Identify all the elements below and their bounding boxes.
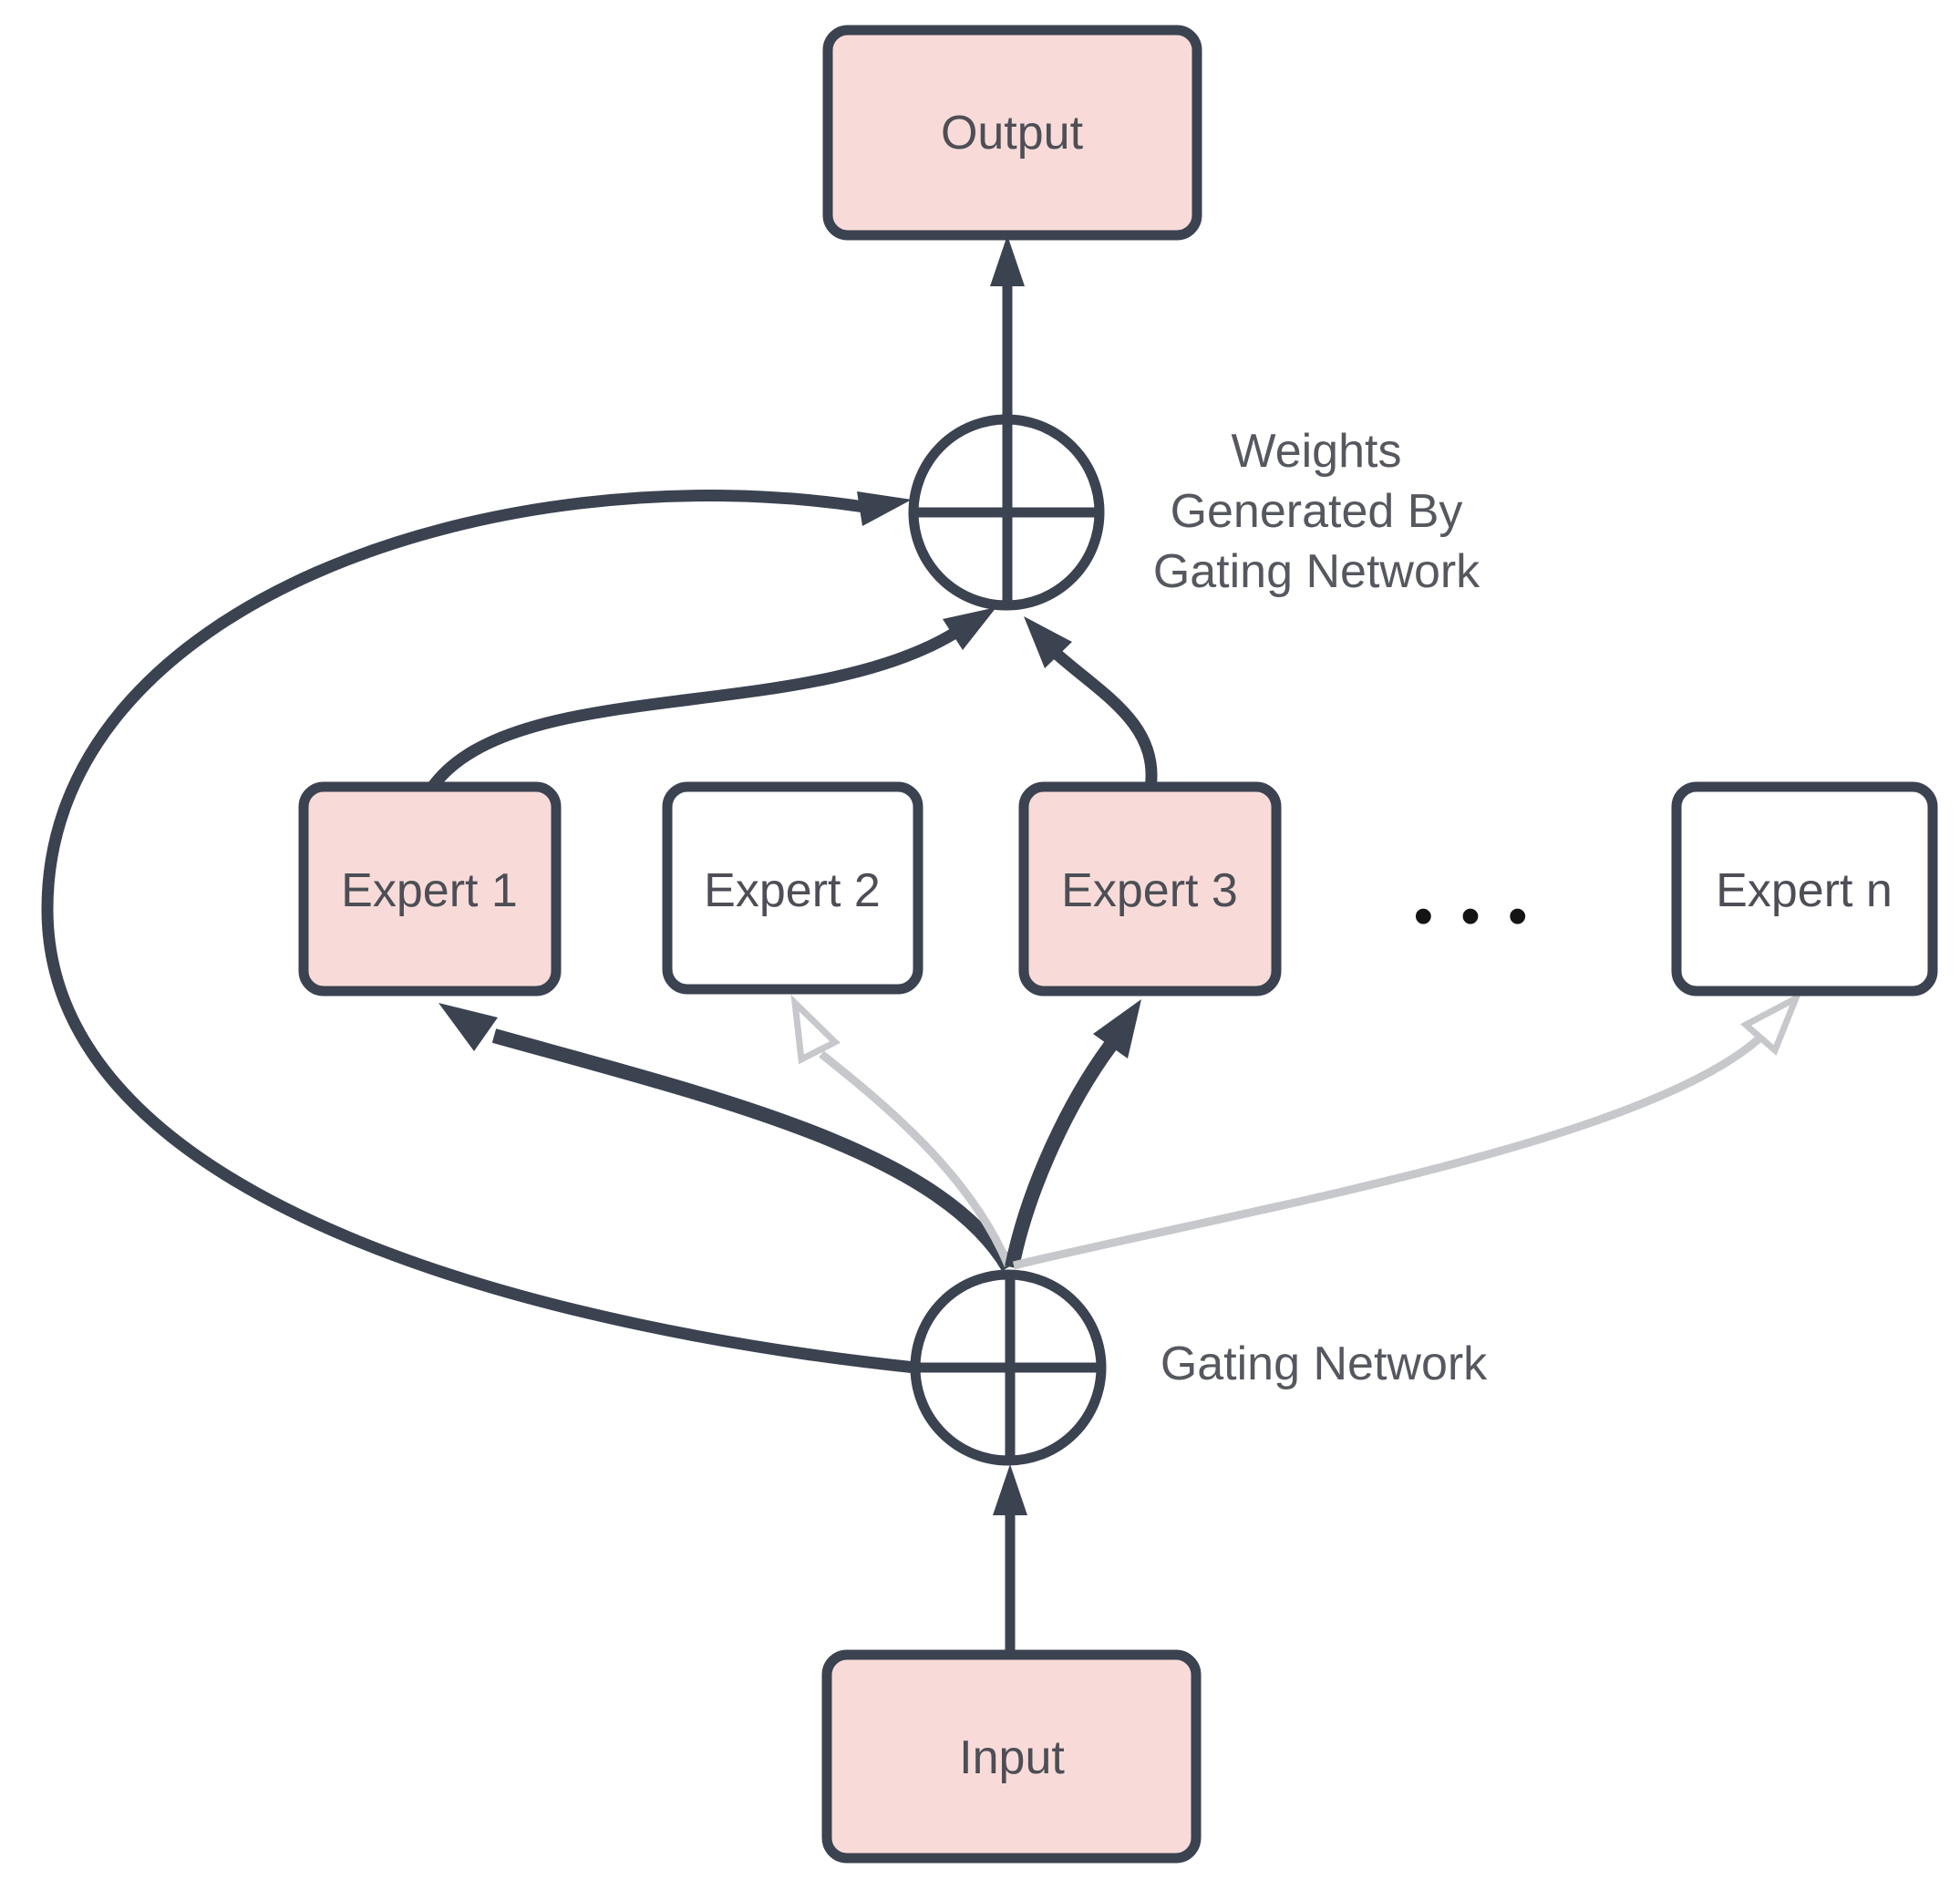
expert-2-node: Expert 2 <box>662 781 923 995</box>
input-label: Input <box>959 1731 1065 1784</box>
arrowhead <box>857 491 912 526</box>
expert-n-label: Expert n <box>1716 864 1893 917</box>
output-label: Output <box>941 107 1084 160</box>
weights-annotation-line-2: Generated By <box>1171 485 1463 538</box>
expert-3-box <box>1018 781 1282 997</box>
gating-network-annotation: Gating Network <box>1161 1337 1488 1390</box>
arrow-gating-to-expert-n <box>1012 991 1802 1270</box>
open-arrowhead <box>790 994 841 1065</box>
gating-network-node <box>910 1269 1107 1466</box>
arrowhead <box>943 607 996 650</box>
expert-1-label: Expert 1 <box>341 864 518 917</box>
expert-1-box <box>298 781 562 997</box>
experts-ellipsis: ••• <box>1413 885 1554 948</box>
expert-2-label: Expert 2 <box>704 864 881 917</box>
arrowhead <box>1093 999 1141 1059</box>
arrow-sum-to-output <box>990 235 1025 605</box>
input-box <box>821 1649 1202 1864</box>
arrowhead <box>990 235 1025 286</box>
arrow-gating-to-expert-2 <box>790 994 1013 1267</box>
expert-3-label: Expert 3 <box>1061 864 1238 917</box>
expert-3-node: Expert 3 <box>1018 781 1282 997</box>
output-node: Output <box>822 25 1202 241</box>
output-box <box>822 25 1202 241</box>
arrow-gating-to-expert-1 <box>438 1003 1015 1272</box>
open-arrowhead <box>1739 991 1802 1056</box>
arrowhead <box>1024 616 1072 668</box>
arrow-gating-to-sum-loop <box>41 490 916 1374</box>
expert-2-box <box>662 781 923 995</box>
arrow-expert-1-to-sum <box>426 607 996 792</box>
expert-n-node: Expert n <box>1671 781 1938 997</box>
weights-annotation: Weights Generated By Gating Network <box>1153 425 1480 598</box>
arrowhead <box>993 1464 1027 1515</box>
expert-n-box <box>1671 781 1938 997</box>
input-node: Input <box>821 1649 1202 1864</box>
arrow-gating-to-expert-3 <box>1005 999 1141 1269</box>
weights-annotation-line-1: Weights <box>1232 425 1402 478</box>
arrow-input-to-gating <box>993 1464 1027 1655</box>
weights-annotation-line-3: Gating Network <box>1153 545 1480 598</box>
arrow-expert-3-to-sum <box>1024 616 1158 790</box>
arrowhead <box>438 1003 498 1051</box>
expert-1-node: Expert 1 <box>298 781 562 997</box>
